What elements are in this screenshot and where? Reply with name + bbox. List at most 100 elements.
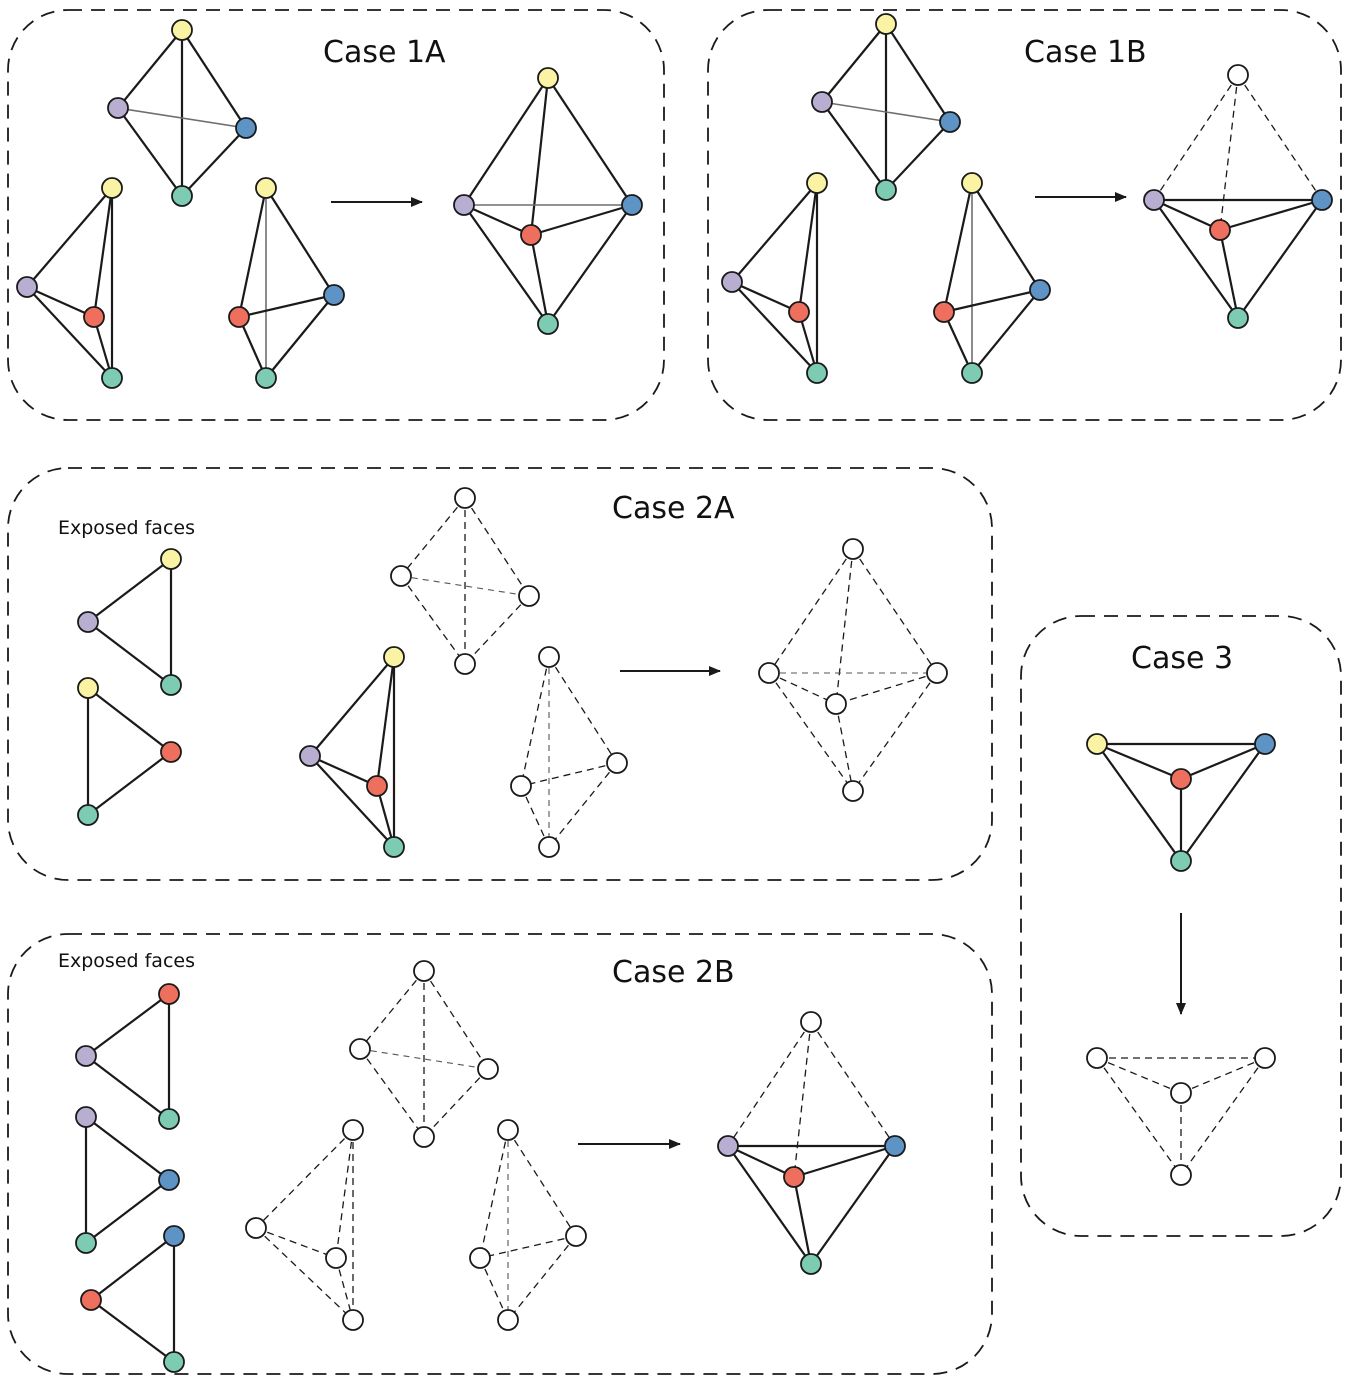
case-2b-face-1-edge	[85, 993, 170, 1057]
case-2b-result-edge	[792, 1176, 813, 1265]
case-3-filled-node-yellow	[1086, 733, 1108, 755]
case-1a-tet-top-edge	[117, 107, 183, 197]
case-3-empty-edge	[1096, 1057, 1182, 1176]
case-2b-face-2-edge	[85, 1116, 170, 1181]
case-2a-result-edge	[768, 548, 854, 674]
case-1a-tet-right-node-yellow	[255, 177, 277, 199]
case-2a-tet-top-edge	[400, 575, 466, 665]
case-2a-tet-left-edge	[375, 656, 396, 787]
case-3-filled-node-red	[1170, 768, 1192, 790]
case-1b-tet-top-node-blue	[939, 111, 961, 133]
case-1b-result-edge	[1153, 198, 1221, 232]
case-2b-result	[717, 1011, 906, 1275]
case-2b-face-2-node-blue	[158, 1169, 180, 1191]
case-2b-tet-right-edge	[507, 1129, 577, 1237]
case-2a-face-2-edge	[87, 687, 172, 753]
case-2b-result-node-red	[783, 1166, 805, 1188]
case-2a-face-2-edge	[87, 751, 172, 816]
case-2a-result-node-empty	[825, 693, 847, 715]
case-3-filled	[1086, 733, 1276, 872]
case-2a-face-1-node-purple	[77, 611, 99, 633]
case-1b-tet-top-edge	[821, 101, 951, 123]
case-1a-tet-top-node-yellow	[171, 19, 193, 41]
case-1b-tet-top-node-purple	[811, 91, 833, 113]
case-2a-tet-right-node-empty	[538, 836, 560, 858]
case-1b-tet-left-edge	[731, 280, 800, 314]
case-2b-face-3-edge	[90, 1299, 175, 1363]
case-2a-tet-right-node-empty	[538, 646, 560, 668]
case-1a-result-edge	[547, 204, 633, 325]
case-2a-face-1	[77, 548, 182, 696]
case-2b-tet-top-node-empty	[349, 1038, 371, 1060]
case-1a-result-edge	[463, 203, 532, 237]
case-2b-tet-top-edge	[423, 970, 489, 1070]
case-1b-tet-right-node-red	[933, 301, 955, 323]
case-2b-tet-top-edge	[359, 1048, 425, 1138]
case-1b-result-node-red	[1209, 219, 1231, 241]
case-1a-tet-left-edge	[92, 187, 114, 318]
case-2b-result-edge	[810, 1145, 896, 1265]
case-3-filled-edge	[1180, 742, 1266, 781]
case-2a-tet-right-edge	[520, 656, 550, 787]
case-2b-result-edge	[810, 1021, 896, 1147]
case-2a-tet-right-edge	[520, 762, 618, 787]
case-1a-title: Case 1A	[323, 35, 446, 70]
case-2b-face-1-node-red	[158, 983, 180, 1005]
panel-case-2a-frame	[7, 467, 993, 881]
case-2b-result-node-empty	[800, 1011, 822, 1033]
case-2b-face-3-node-blue	[163, 1225, 185, 1247]
case-3-title: Case 3	[1131, 641, 1233, 676]
case-1a-tet-left-node-teal	[101, 367, 123, 389]
case-2b-face-1-node-purple	[75, 1045, 97, 1067]
case-1a-result-node-blue	[621, 194, 643, 216]
case-1b-tet-right-edge	[971, 289, 1041, 374]
case-2a-face-1-node-yellow	[160, 548, 182, 570]
case-1b-result	[1143, 64, 1333, 329]
case-1a-tet-right	[228, 177, 345, 389]
case-2a-result-node-empty	[926, 662, 948, 684]
case-1a-tet-right-edge	[237, 316, 268, 379]
case-2b-tet-right-edge	[479, 1235, 577, 1259]
case-2b-tet-left	[245, 1119, 364, 1331]
case-1a-result-edge	[529, 77, 550, 236]
case-3-filled-node-teal	[1170, 850, 1192, 872]
case-2a-face-2	[77, 677, 182, 826]
case-2b-result-node-teal	[800, 1253, 822, 1275]
case-2b-tet-left-edge	[255, 1227, 354, 1321]
case-2a-result-node-empty	[758, 662, 780, 684]
case-1b-title: Case 1B	[1024, 35, 1147, 70]
case-2b-face-2	[75, 1106, 180, 1254]
case-1a-tet-right-node-blue	[323, 284, 345, 306]
case-2b-face-2-edge	[85, 1179, 170, 1244]
case-3-empty-edge	[1096, 1057, 1182, 1094]
case-2a-tet-left	[299, 646, 405, 858]
case-2b-tet-left-edge	[335, 1129, 354, 1259]
case-1b-tet-right-edge	[943, 288, 1041, 314]
case-2a-tet-left-edge	[309, 656, 395, 757]
case-1b-tet-top-edge	[821, 101, 887, 191]
case-1b-tet-right-edge	[971, 182, 1041, 291]
case-2b-face-3-node-red	[80, 1289, 102, 1311]
case-1b-tet-top-edge	[885, 121, 951, 191]
case-2b-face-1-edge	[85, 1055, 170, 1120]
case-1a-tet-right-edge	[265, 294, 335, 379]
case-1a-tet-top-node-teal	[171, 185, 193, 207]
case-1a-tet-top-node-blue	[235, 117, 257, 139]
case-2b-face-3	[80, 1225, 185, 1373]
case-2b-face-2-node-teal	[75, 1232, 97, 1254]
case-2b-tet-top-node-empty	[477, 1058, 499, 1080]
case-2a-tet-right-edge	[548, 762, 618, 848]
case-2a-tet-left-node-red	[366, 775, 388, 797]
case-2b-tet-right-edge	[479, 1129, 509, 1259]
case-2a-face-1-edge	[87, 621, 172, 686]
case-2a-tet-top-edge	[464, 497, 530, 597]
case-1b-tet-right-edge	[943, 311, 973, 374]
case-2b-tet-top-edge	[423, 1068, 489, 1138]
case-1a-tet-top-edge	[181, 127, 247, 197]
case-1a-tet-right-node-red	[228, 306, 250, 328]
case-1b-tet-left-edge	[731, 281, 818, 374]
case-1a-tet-left-node-purple	[16, 276, 38, 298]
case-2a-result-node-empty	[842, 538, 864, 560]
case-2b-face-1-node-teal	[158, 1108, 180, 1130]
